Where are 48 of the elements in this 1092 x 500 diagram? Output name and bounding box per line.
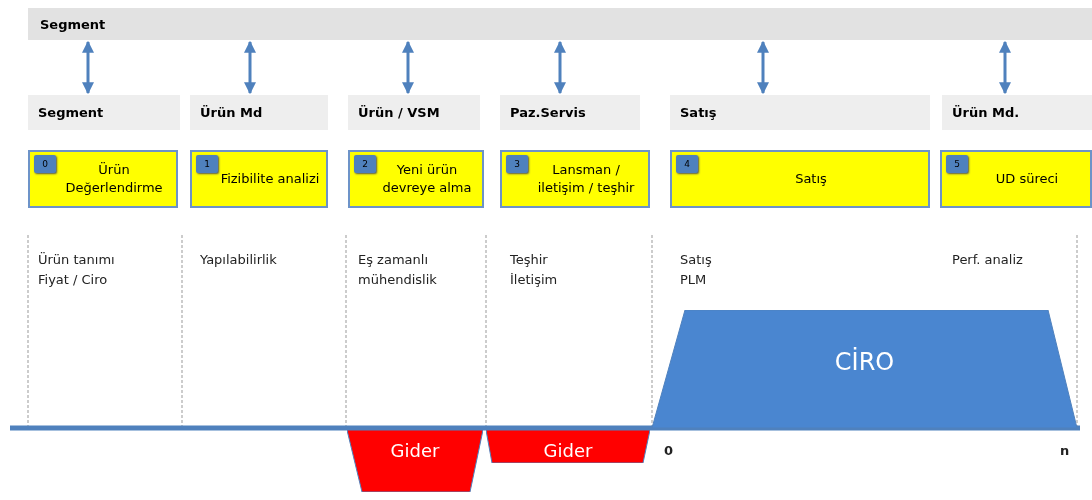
description-text: Ürün tanımı <box>38 251 115 269</box>
role-header: Ürün / VSM <box>348 95 480 130</box>
description-text: İletişim <box>510 271 558 289</box>
process-title: Satış <box>795 169 827 188</box>
description-text: Teşhir <box>510 251 548 269</box>
process-box <box>940 150 1092 208</box>
description-text: PLM <box>680 271 707 289</box>
step-number-badge: 0 <box>34 155 56 173</box>
description-text: Eş zamanlı mühendislik <box>358 251 438 289</box>
process-title: Yeni ürün devreye alma <box>381 160 473 197</box>
double-arrow <box>554 40 566 95</box>
process-box <box>500 150 650 208</box>
double-arrow <box>402 40 414 95</box>
cost-label: Gider <box>542 440 594 461</box>
step-number-badge: 2 <box>354 155 376 173</box>
cost-trapezoid <box>347 430 483 492</box>
step-number-badge: 1 <box>196 155 218 173</box>
process-box <box>190 150 328 208</box>
cost-label: Gider <box>389 440 441 461</box>
role-header: Satış <box>670 95 930 130</box>
description-text: Satış <box>680 251 712 269</box>
process-title: Lansman / iletişim / teşhir <box>536 160 636 197</box>
segment-bar: Segment <box>28 8 1092 40</box>
double-arrow <box>244 40 256 95</box>
description-text: Perf. analiz <box>952 251 1023 269</box>
double-arrow <box>82 40 94 95</box>
process-title: UD süreci <box>995 169 1059 188</box>
step-number-badge: 5 <box>946 155 968 173</box>
role-header: Ürün Md. <box>942 95 1092 130</box>
role-header: Ürün Md <box>190 95 328 130</box>
step-number-badge: 3 <box>506 155 528 173</box>
cost-trapezoid <box>486 430 650 463</box>
axis-tick-label: n <box>1060 442 1070 460</box>
revenue-trapezoid <box>652 310 1077 428</box>
process-box <box>670 150 930 208</box>
description-text: Yapılabilirlik <box>200 251 277 269</box>
process-title: Ürün Değerlendirme <box>64 160 164 197</box>
revenue-label: CİRO <box>833 348 896 376</box>
double-arrow <box>999 40 1011 95</box>
role-header: Segment <box>28 95 180 130</box>
double-arrow <box>757 40 769 95</box>
axis-tick-label: 0 <box>664 442 674 460</box>
description-text: Fiyat / Ciro <box>38 271 108 289</box>
step-number-badge: 4 <box>676 155 698 173</box>
process-box <box>348 150 484 208</box>
role-header: Paz.Servis <box>500 95 640 130</box>
process-box <box>28 150 178 208</box>
process-title: Fizibilite analizi <box>220 169 320 188</box>
